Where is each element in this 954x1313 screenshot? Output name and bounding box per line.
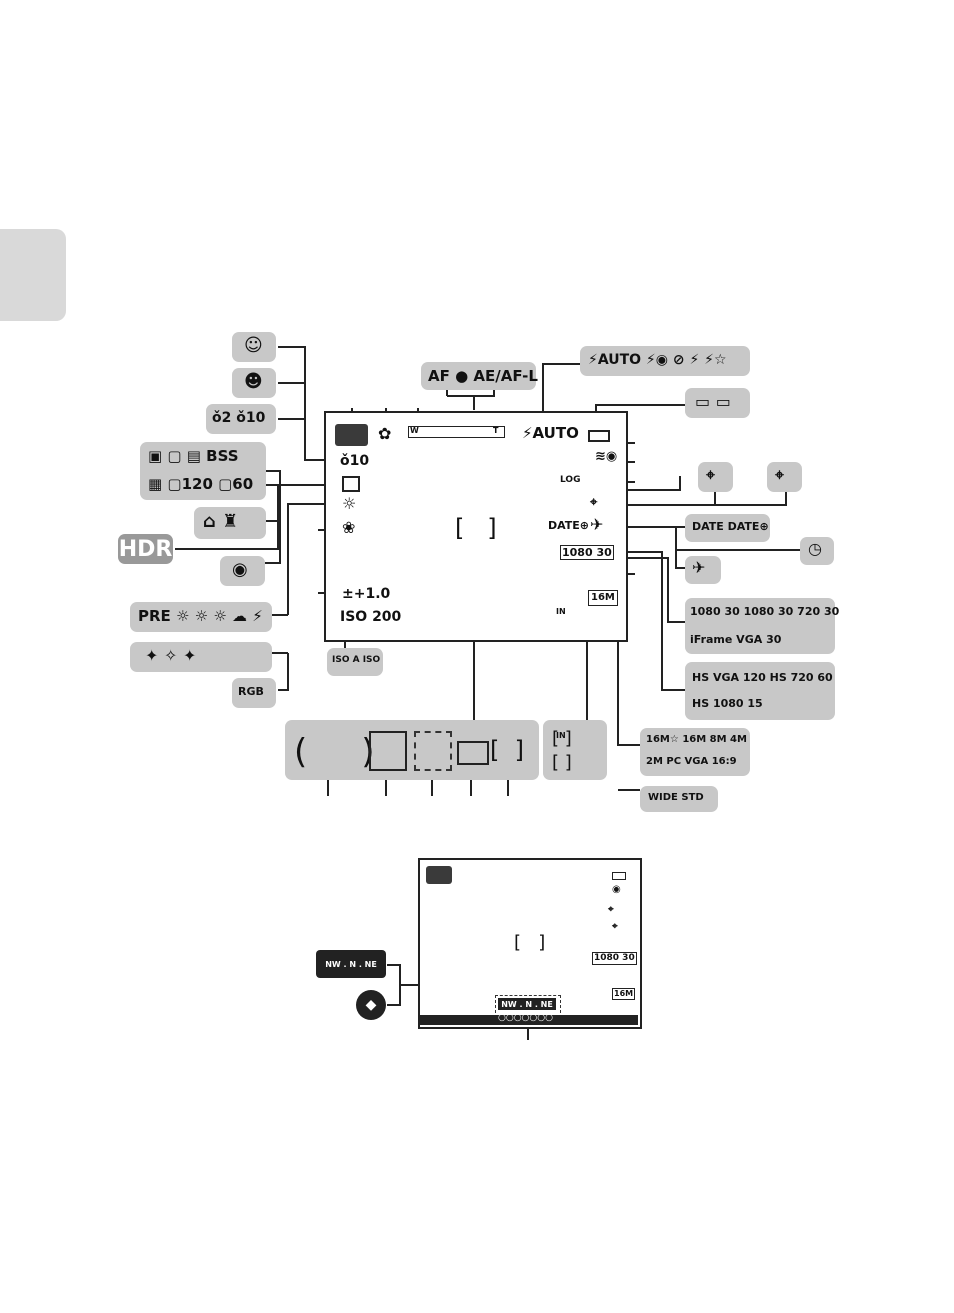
continuous-box: [140, 442, 266, 500]
easy-auto-icon: [426, 866, 452, 884]
battery-box: [685, 388, 750, 418]
self-timer-box: [206, 404, 276, 434]
hs-row1: HS VGA 120 HS 720 60: [692, 671, 833, 684]
af-bracket-small: [ ]: [490, 736, 524, 764]
iso-box-label: ISO A ISO: [332, 655, 381, 665]
movie-opts-row2: iFrame VGA 30: [690, 633, 782, 646]
battery-levels-label: ▭ ▭: [695, 392, 731, 411]
effects-row: ✦ ✧ ✦: [145, 646, 197, 665]
vr-icon: ◉: [232, 559, 248, 580]
compass-strip-legend: NW . N . NE: [316, 950, 386, 978]
memory-box: [543, 720, 607, 780]
wifi-icon-2: ◉: [612, 884, 621, 895]
focus-bracket-2: [ ]: [514, 932, 546, 953]
date-stamp-screen: DATE⊕: [548, 519, 590, 532]
size-screen-2: 16M: [612, 988, 636, 1000]
wide-std-label: WIDE STD: [648, 792, 704, 803]
zoom-w-label: W: [410, 426, 419, 435]
wb-screen-icon: ☼: [342, 494, 357, 513]
iso-screen: ISO 200: [340, 609, 402, 625]
rgb-label: RGB: [238, 685, 264, 698]
af-area-box: [285, 720, 539, 780]
movie-opts-row1: 1080 30 1080 30 720 30: [690, 605, 840, 618]
af-small-square: [457, 741, 489, 765]
compass-rose-icon: ◆: [356, 990, 386, 1020]
hs-row2: HS 1080 15: [692, 697, 763, 710]
gps-box-2: [767, 462, 802, 492]
date-box: [685, 514, 770, 542]
battery-icon-2: [612, 872, 626, 880]
movie-screen-2: 1080 30: [592, 952, 637, 965]
gps-icon-4: ⌖: [612, 921, 618, 932]
compass-strip: NW . N . NE: [498, 998, 556, 1010]
gps-box-1: [698, 462, 733, 492]
wide-std-box: [640, 786, 718, 812]
travel-icon: ✈: [590, 515, 604, 534]
effects-box: [130, 642, 272, 672]
travel-box: [685, 556, 721, 584]
af-square: [369, 731, 407, 771]
battery-icon: [588, 430, 610, 442]
wb-box: [130, 602, 272, 632]
flash-modes-box: [580, 346, 750, 376]
scene-box: [194, 507, 266, 539]
scene-icons: ⌂ ♜: [203, 511, 239, 532]
continuous-screen-icon: [342, 476, 360, 492]
travel-box-icon: ✈: [692, 558, 706, 577]
blink-box: [232, 368, 276, 398]
iso-box: [327, 648, 383, 676]
clock-box: [800, 537, 834, 565]
af-dashed-square: [414, 731, 452, 771]
exposure-comp: ±+1.0: [342, 586, 391, 602]
wifi-icon: ≋◉: [595, 449, 618, 464]
memory-bracket-2: [ ]: [552, 752, 572, 773]
movie-opts-box: [685, 598, 835, 654]
camera-screen: [324, 411, 628, 642]
memory-bracket-1: [ ]: [552, 728, 572, 749]
screen-flash: ⚡AUTO: [522, 424, 579, 442]
vr-box: [220, 556, 265, 586]
memory-in-label: IN: [556, 731, 566, 740]
hdr-badge: HDR: [118, 534, 173, 564]
rgb-box: [232, 678, 276, 708]
blink-icon: ☻: [244, 371, 263, 392]
internal-mem-screen: IN: [556, 607, 566, 616]
compass-dots: ○○○○○○○: [498, 1013, 553, 1023]
gps-icon: ⌖: [590, 495, 598, 510]
gps-icon-1: ⌖: [706, 465, 716, 484]
continuous-row1: ▣ ▢ ▤ BSS: [148, 447, 239, 465]
size-box: [640, 728, 750, 776]
flash-modes-label: ⚡AUTO ⚡◉ ⊘ ⚡ ⚡☆: [588, 352, 727, 368]
smile-box: [232, 332, 276, 362]
self-timer-screen: ǒ10: [340, 453, 370, 469]
self-timer-opts: ǒ2 ǒ10: [212, 410, 266, 426]
gps-icon-3: ⌖: [608, 904, 614, 915]
af-ae-lock-label: AF ● AE/AF-L: [428, 367, 538, 385]
date-box-label: DATE DATE⊕: [692, 520, 769, 533]
hs-box: [685, 662, 835, 720]
wb-row: PRE ☼ ☼ ☼ ☁ ⚡: [138, 607, 263, 625]
clock-icon: ◷: [808, 539, 822, 558]
loc-icon: LOG: [560, 475, 581, 485]
bottom-bar: [420, 1015, 638, 1025]
zoom-t-label: T: [493, 426, 499, 435]
continuous-row2: ▦ ▢120 ▢60: [148, 475, 254, 493]
hdr-label: HDR: [118, 536, 173, 562]
camera-mode-icon: [335, 424, 368, 446]
af-ae-box: [421, 362, 536, 390]
smile-icon: ☺: [244, 335, 263, 356]
size-row1: 16M☆ 16M 8M 4M: [646, 734, 747, 745]
zoom-bar: [408, 426, 505, 438]
size-row2: 2M PC VGA 16:9: [646, 756, 737, 767]
effects-screen-icon: ❀: [342, 518, 356, 537]
movie-screen: 1080 30: [560, 545, 614, 560]
focus-bracket: [ ]: [455, 514, 497, 542]
image-size-screen: 16M: [588, 590, 618, 606]
gps-icon-2: ⌖: [775, 465, 785, 484]
face-bracket: ( ): [294, 732, 375, 772]
macro-icon: ✿: [378, 424, 392, 443]
chapter-tab: [0, 229, 66, 321]
